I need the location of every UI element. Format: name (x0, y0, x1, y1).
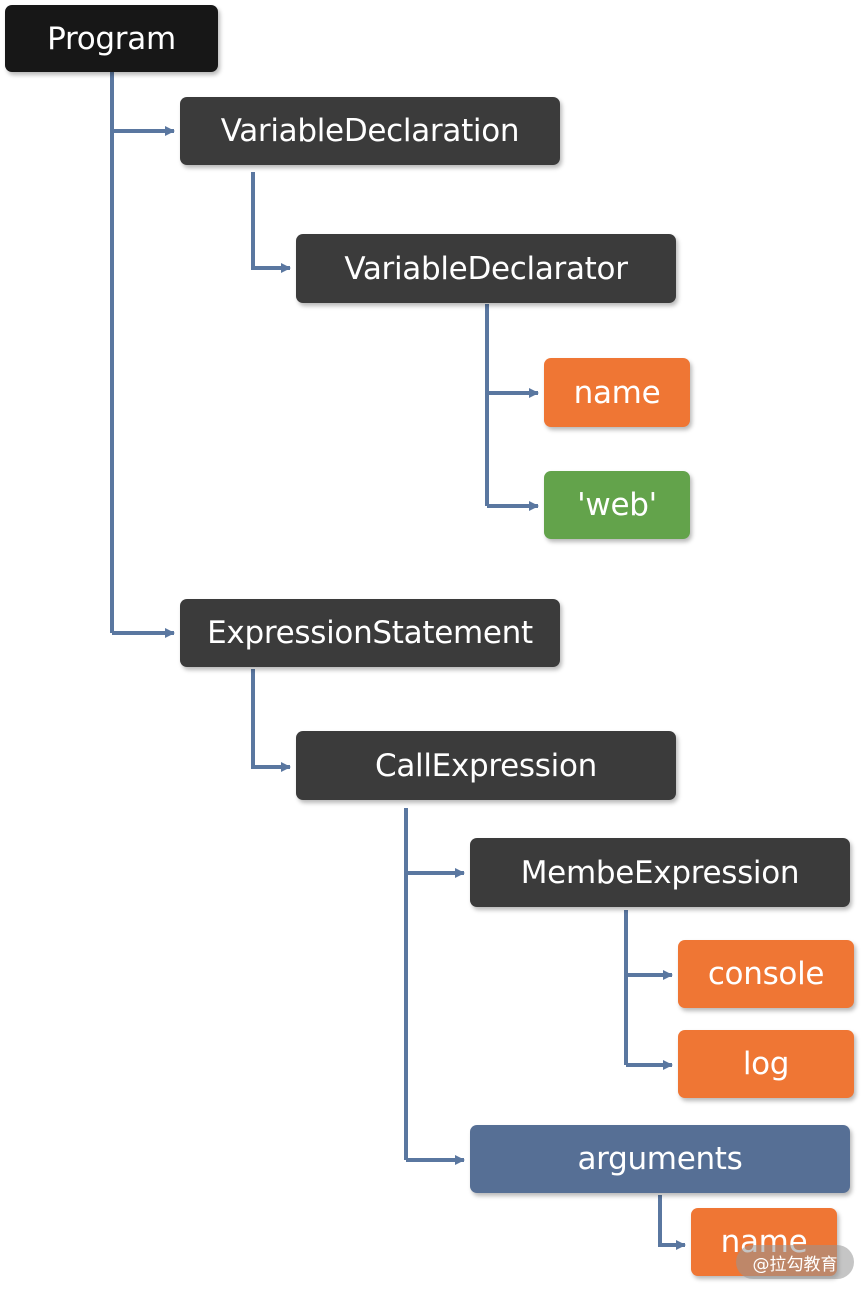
node-variable-declaration: VariableDeclaration (180, 97, 560, 165)
node-variable-declarator: VariableDeclarator (296, 234, 676, 303)
node-program: Program (5, 5, 218, 72)
node-call-expression-label: CallExpression (375, 747, 597, 784)
node-member-property: log (678, 1030, 854, 1098)
watermark-text: @拉勾教育 (752, 1254, 838, 1275)
node-program-label: Program (47, 20, 176, 57)
connector-exprstmt-to-call (251, 669, 291, 772)
node-declarator-name: name (544, 358, 690, 427)
node-call-expression: CallExpression (296, 731, 676, 800)
node-member-object: console (678, 940, 854, 1008)
node-variable-declarator-label: VariableDeclarator (344, 250, 628, 287)
node-member-property-label: log (742, 1046, 790, 1082)
node-member-object-label: console (707, 956, 825, 992)
node-declarator-init-label: 'web' (577, 487, 657, 523)
node-declarator-name-label: name (573, 374, 661, 411)
node-arguments: arguments (470, 1125, 850, 1193)
node-variable-declaration-label: VariableDeclaration (220, 113, 520, 149)
node-expression-statement: ExpressionStatement (180, 599, 560, 667)
watermark-badge: @拉勾教育 (736, 1245, 854, 1279)
connector-arguments-to-name (658, 1195, 686, 1250)
node-declarator-init: 'web' (544, 471, 690, 539)
node-member-expression-label: MembeExpression (520, 854, 800, 891)
connector-vardecl-to-declarator (251, 172, 291, 273)
node-expression-statement-label: ExpressionStatement (207, 615, 533, 651)
node-arguments-label: arguments (577, 1141, 743, 1177)
node-member-expression: MembeExpression (470, 838, 850, 907)
